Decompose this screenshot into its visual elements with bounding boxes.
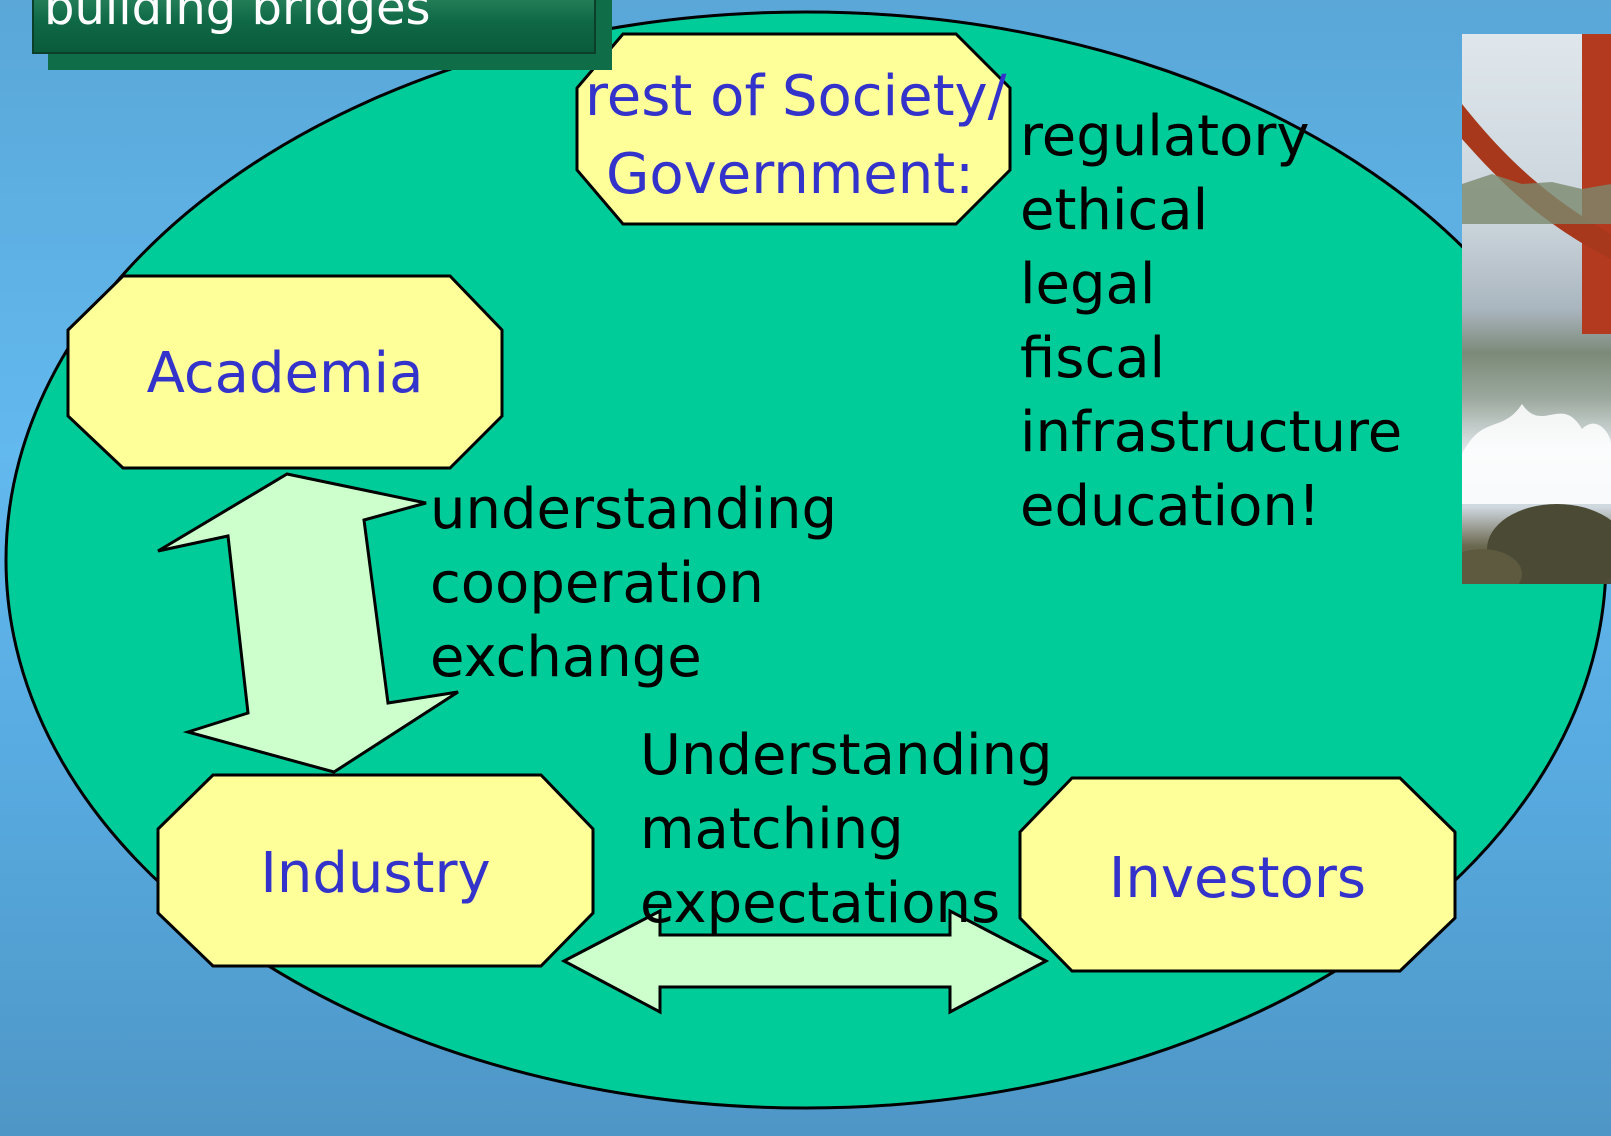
industry-investors-links-list: Understanding matching expectations [640, 719, 1053, 941]
aspect-item: education! [1020, 474, 1321, 539]
academia-industry-arrow [157, 472, 459, 774]
aspect-item: fiscal [1020, 326, 1166, 391]
society-label-line-1: rest of Society/ [585, 64, 1007, 129]
aspect-item: infrastructure [1020, 400, 1403, 465]
academia-node-label: Academia [146, 341, 424, 406]
link-item: expectations [640, 871, 1001, 936]
bridge-photo [1462, 34, 1611, 584]
society-label-line-2: Government: [605, 142, 975, 207]
link-item: cooperation [430, 551, 764, 616]
industry-node-shape [156, 773, 595, 968]
industry-node-label: Industry [260, 841, 491, 906]
rock-small [1462, 549, 1522, 584]
aspect-item: legal [1020, 252, 1156, 317]
industry-investors-arrow [560, 908, 1050, 1015]
investors-node-shape [1018, 776, 1457, 973]
wave-spray [1462, 404, 1611, 504]
aspect-item: ethical [1020, 178, 1209, 243]
link-item: exchange [430, 625, 702, 690]
bridge-illustration [1462, 34, 1611, 584]
academia-industry-links-list: understanding cooperation exchange [430, 473, 837, 695]
academia-node-shape [66, 274, 504, 470]
aspect-item: regulatory [1020, 104, 1310, 169]
society-node-shape [575, 32, 1012, 226]
investors-node-label: Investors [1108, 846, 1367, 911]
society-node-label: rest of Society/ Government: [585, 58, 1007, 214]
society-aspects-list: regulatory ethical legal fiscal infrastr… [1020, 100, 1402, 544]
distant-hills [1462, 174, 1611, 224]
title-box [32, 0, 596, 54]
link-item: matching [640, 797, 904, 862]
link-item: Understanding [640, 723, 1053, 788]
link-item: understanding [430, 477, 838, 542]
bridge-tower [1582, 34, 1611, 334]
slide-title: building bridges [44, 0, 431, 36]
